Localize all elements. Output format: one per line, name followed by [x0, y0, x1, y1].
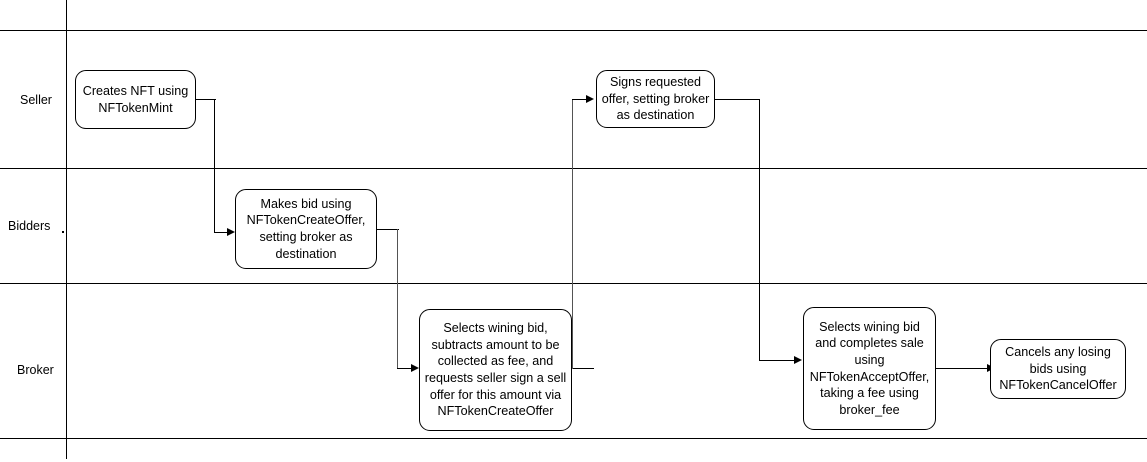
lane-divider-top [0, 30, 1147, 31]
edge-select-to-sign-seg1 [571, 368, 594, 370]
edge-select-to-sign-arrowhead [586, 95, 594, 103]
lane-divider-bidders-broker [0, 283, 1147, 284]
node-broker-select[interactable]: Selects wining bid, subtracts amount to … [419, 309, 572, 431]
edge-sign-to-accept-seg1 [714, 99, 760, 101]
lane-label-bidders: Bidders [8, 219, 51, 233]
edge-bid-to-select-seg2 [397, 229, 399, 369]
edge-select-to-sign-seg3 [572, 99, 588, 101]
edge-sign-to-accept-seg2 [759, 99, 761, 361]
node-broker-accept[interactable]: Selects wining bid and completes sale us… [803, 307, 936, 430]
edge-bid-to-select-seg3 [397, 368, 414, 370]
lane-divider-seller-bidders [0, 168, 1147, 169]
node-broker-cancel[interactable]: Cancels any losing bids using NFTokenCan… [990, 339, 1126, 399]
edge-accept-to-cancel-seg1 [935, 368, 989, 370]
edge-sign-to-accept-seg3 [759, 360, 796, 362]
lane-label-broker: Broker [17, 363, 54, 377]
node-seller-sign[interactable]: Signs requested offer, setting broker as… [596, 70, 715, 128]
edge-select-to-sign-seg2 [572, 99, 574, 369]
lane-marker-dot [62, 231, 64, 233]
node-bidder-offer[interactable]: Makes bid using NFTokenCreateOffer, sett… [235, 189, 377, 269]
edge-mint-to-bid-seg2 [214, 99, 216, 233]
edge-mint-to-bid-seg3 [214, 232, 230, 234]
edge-sign-to-accept-arrowhead [794, 356, 802, 364]
edge-mint-to-bid-seg1 [196, 99, 216, 101]
edge-bid-to-select-arrowhead [411, 364, 419, 372]
lane-label-divider [66, 0, 67, 459]
edge-bid-to-select-seg1 [376, 229, 399, 231]
lane-label-seller: Seller [20, 93, 52, 107]
lane-divider-bottom [0, 438, 1147, 439]
edge-mint-to-bid-arrowhead [227, 228, 235, 236]
node-seller-mint[interactable]: Creates NFT using NFTokenMint [75, 70, 196, 129]
